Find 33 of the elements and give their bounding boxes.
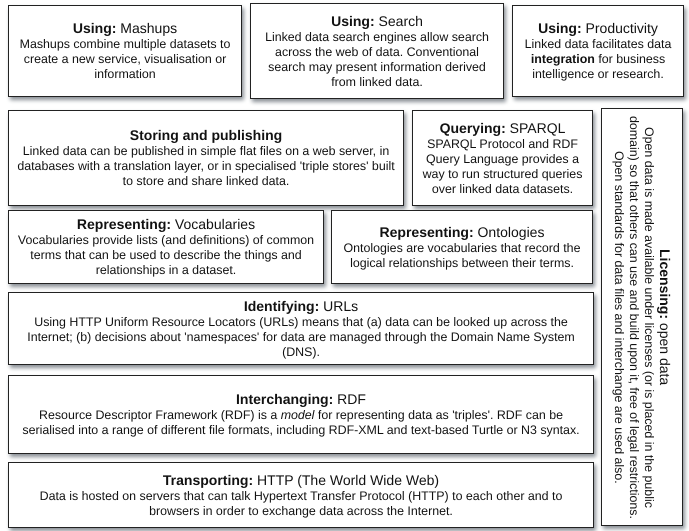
layer-box [331, 210, 593, 284]
layer-box [601, 108, 683, 526]
layer-box [412, 110, 593, 206]
box-description: Mashups combine multiple datasets to create a new service, visualisation or information [18, 37, 232, 82]
box-description: Open data is made available under licenses (or is placed in the public domain) so that others can use and build upon it, free of legal restrictions. Open standards for data files and interchange are used also. [611, 115, 656, 519]
layer-box [250, 3, 504, 99]
layer-box [512, 5, 684, 97]
box-heading: Querying: SPARQL [440, 120, 566, 136]
box-description: SPARQL Protocol and RDF Query Language provides a way to run structured queries over linked data datasets. [422, 136, 584, 196]
layer-box [8, 110, 404, 206]
box-description: Data is hosted on servers that can talk Hypertext Transfer Protocol (HTTP) to each other and to browsers in order to exchange data across the Internet. [38, 488, 564, 518]
box-description: Vocabularies provide lists (and definitions) of common terms that can be used to describe the things and relationships in a dataset. [16, 233, 316, 278]
box-heading: Using: Productivity [538, 20, 658, 37]
box-description: Ontologies are vocabularies that record the logical relationships between their terms. [342, 240, 582, 270]
box-heading: Storing and publishing [130, 127, 282, 144]
box-heading: Interchanging: RDF [236, 391, 366, 408]
box-heading: Transporting: HTTP (The World Wide Web) [162, 472, 440, 488]
box-heading: Representing: Vocabularies [76, 216, 256, 233]
layer-box [8, 292, 594, 365]
box-description: Linked data search engines allow search across the web of data. Conventional search may present information derived from linked data. [264, 30, 490, 90]
layer-box [8, 462, 594, 528]
box-description: Linked data can be published in simple flat files on a web server, in databases with a translation layer, or in specialised 'triple stores' built to store and share linked data. [16, 144, 396, 189]
box-heading: Representing: Ontologies [380, 224, 544, 240]
box-heading: Identifying: URLs [244, 298, 358, 314]
box-description: Resource Descriptor Framework (RDF) is a model for representing data as 'triples'. RDF can be serialised into a range of different file formats, including RDF-XML and text-based Turtle or N3 syntax. [21, 408, 581, 438]
box-heading: Using: Mashups [72, 20, 178, 37]
layer-box [8, 5, 242, 97]
box-heading: Using: Search [331, 12, 423, 30]
layer-box [8, 210, 324, 284]
box-description: Linked data facilitates data integration for business intelligence or research. [524, 37, 672, 82]
box-heading: Licensing: open data [656, 248, 673, 386]
layer-box [8, 375, 594, 454]
box-description: Using HTTP Uniform Resource Locators (URLs) means that (a) data can be looked up across the Internet; (b) decisions about 'namespaces' for data are managed through the Domain Name System (DNS). [26, 314, 576, 360]
